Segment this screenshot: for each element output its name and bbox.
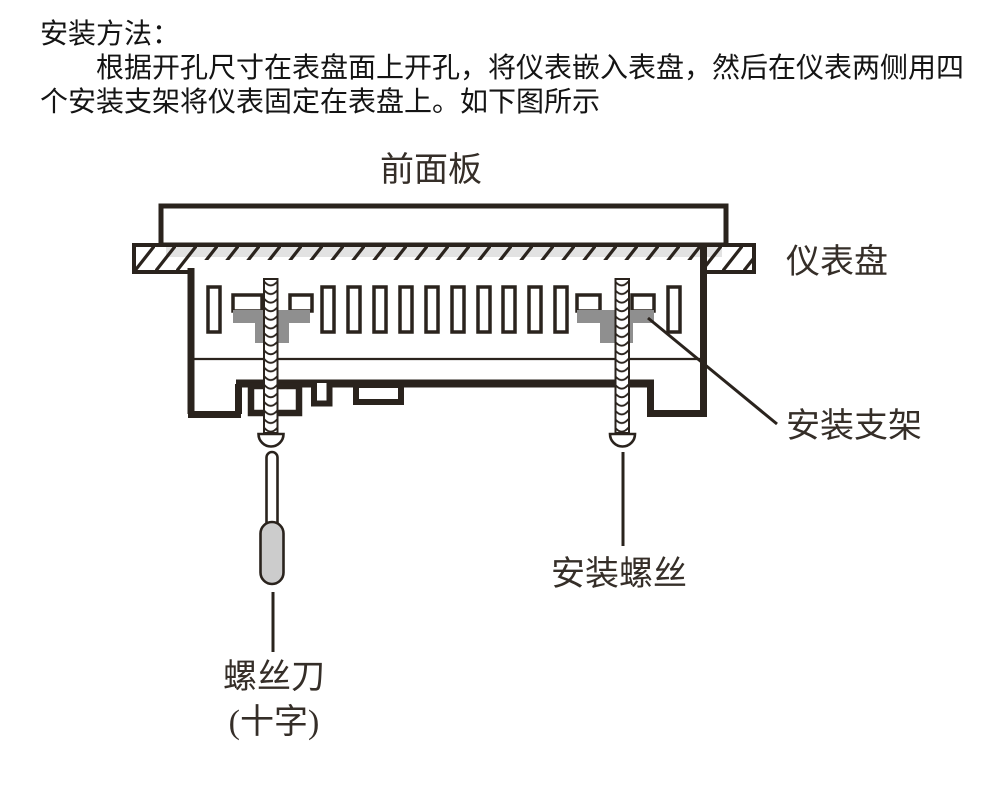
installation-diagram: 前面板 仪表盘 安装支架 安装螺丝 螺丝刀 (十字)	[132, 151, 922, 741]
screwdriver-handle	[259, 520, 285, 586]
mounting-screw-left	[257, 278, 285, 448]
rear-notch	[311, 383, 333, 407]
ventilation-slots	[206, 285, 682, 334]
mounting-bracket-right	[575, 293, 656, 343]
screw-head	[608, 432, 637, 448]
instructions-block: 安装方法： 根据开孔尺寸在表盘面上开孔，将仪表嵌入表盘，然后在仪表两侧用四个安装…	[40, 18, 975, 120]
mounting-screw-right	[608, 278, 637, 448]
label-mounting-screw: 安装螺丝	[551, 555, 687, 593]
label-mounting-bracket: 安装支架	[786, 407, 922, 445]
section-heading: 安装方法：	[40, 19, 181, 50]
instruction-paragraph: 根据开孔尺寸在表盘面上开孔，将仪表嵌入表盘，然后在仪表两侧用四个安装支架将仪表固…	[40, 53, 965, 118]
label-instrument-panel: 仪表盘	[786, 243, 888, 281]
screw-head	[257, 432, 285, 448]
label-screwdriver: 螺丝刀	[223, 659, 325, 696]
label-front-panel: 前面板	[380, 151, 482, 189]
bracket-leader-line	[647, 316, 778, 426]
screwdriver-shape	[259, 450, 285, 652]
label-screwdriver-type: (十字)	[229, 703, 320, 741]
front-panel-shape	[158, 203, 729, 248]
rear-connector-block	[353, 382, 404, 405]
screwdriver-shaft	[265, 450, 279, 530]
